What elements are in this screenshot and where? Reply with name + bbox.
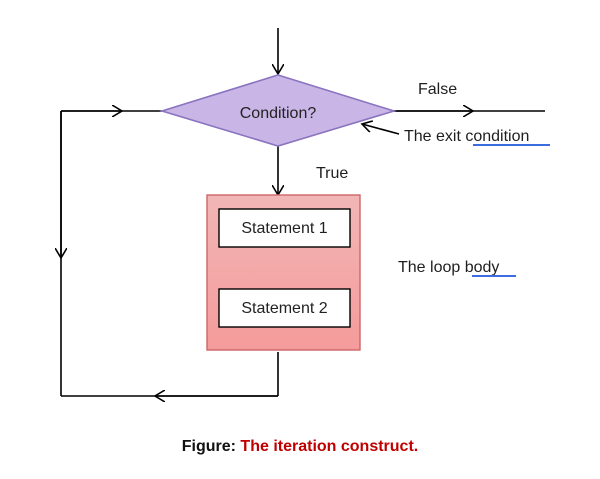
false-label: False: [418, 81, 457, 98]
caption-title: The iteration construct.: [236, 438, 418, 455]
loop-body-emphasis: body: [465, 259, 500, 276]
caption-prefix: Figure:: [182, 438, 236, 455]
decision-diamond: [159, 74, 397, 147]
statement-2-box: [218, 288, 351, 328]
statement-1-label: Statement 1: [241, 220, 327, 237]
exit-condition-label: The exit condition: [404, 128, 529, 145]
flow-lines: [61, 28, 545, 396]
statement-1-box: [218, 208, 351, 248]
decision-label: Condition?: [240, 105, 317, 122]
exit-condition-pointer: [362, 124, 400, 135]
loop-body-prefix: The loop: [398, 259, 465, 276]
loop-body-label: The loop body: [398, 259, 499, 276]
decision-node: Condition?: [159, 74, 397, 147]
true-label: True: [316, 165, 348, 182]
loop-body: Statement 1 Statement 2: [206, 194, 361, 351]
statement-2-label: Statement 2: [241, 300, 327, 317]
exit-condition-prefix: The exit: [404, 128, 465, 145]
figure-caption: Figure: The iteration construct.: [182, 438, 418, 455]
exit-condition-emphasis: condition: [465, 128, 529, 145]
